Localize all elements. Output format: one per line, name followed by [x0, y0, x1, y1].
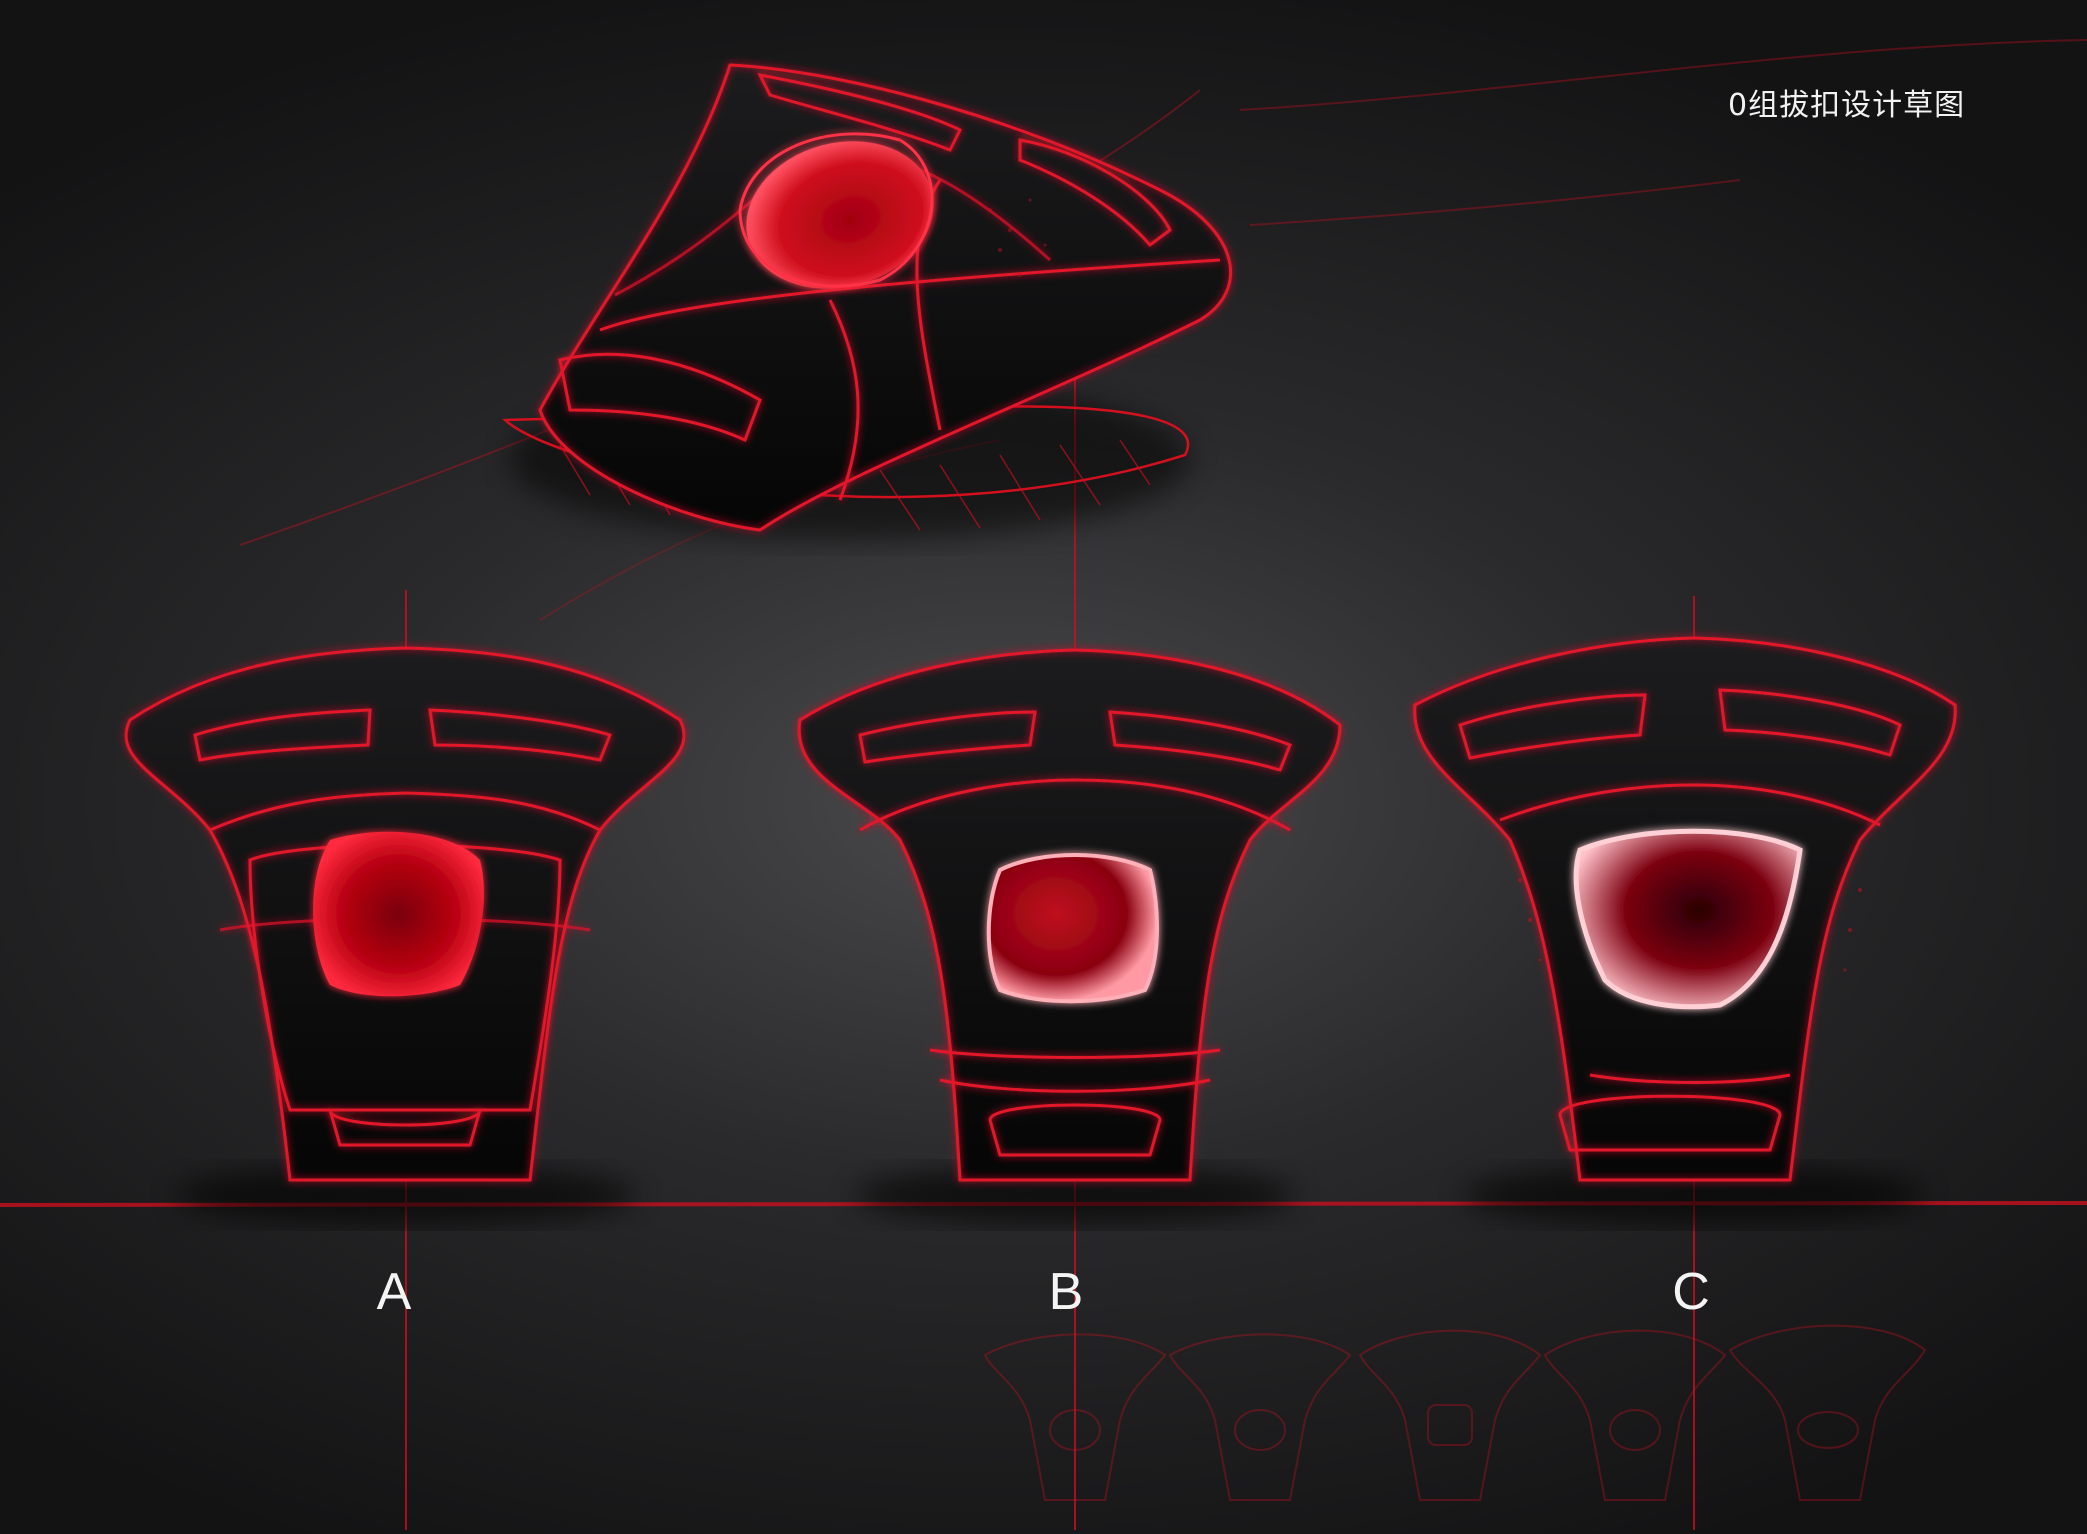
variant-c-label: C [1672, 1263, 1710, 1321]
variant-b-sketch [797, 648, 1342, 1225]
thumbnail-3 [1358, 1329, 1542, 1501]
thumbnail-variants [983, 1324, 1927, 1501]
perspective-sketch [501, 63, 1233, 540]
thumbnail-5 [1728, 1324, 1927, 1501]
variant-a-label: A [376, 1263, 412, 1321]
variant-c-sketch [1413, 636, 1957, 1225]
variant-a-sketch [124, 646, 686, 1225]
page-title: 0组拔扣设计草图 [1728, 88, 1966, 123]
thumbnail-4 [1543, 1329, 1727, 1501]
variant-b-label: B [1048, 1263, 1084, 1321]
thumbnail-1 [983, 1333, 1167, 1501]
thumbnail-2 [1168, 1333, 1352, 1501]
